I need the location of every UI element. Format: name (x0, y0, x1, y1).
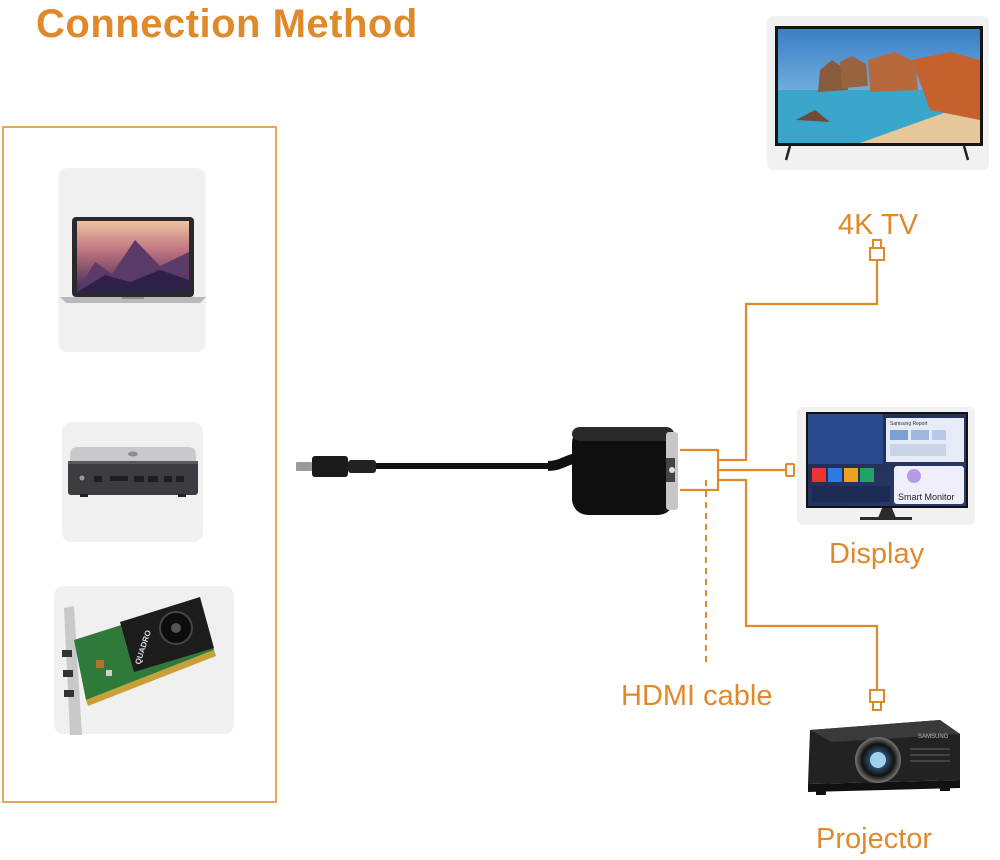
projector-icon: SAMSUNG (808, 720, 960, 795)
tv-hdmi-plug-icon (869, 239, 885, 261)
display-hdmi-plug-icon (785, 463, 795, 477)
display-brand-text: Smart Monitor (898, 492, 955, 502)
mini-pc-icon (68, 447, 198, 497)
laptop-icon (60, 217, 206, 303)
graphics-card-icon: QUADRO (62, 597, 216, 735)
source-devices-box (2, 126, 277, 803)
hdmi-output-lines (680, 258, 879, 690)
adapter-cable-icon (296, 453, 578, 477)
display-icon: Samsung Report Smart Monitor (797, 407, 975, 525)
projector-label: Projector (816, 823, 933, 855)
projector-hdmi-plug-icon (869, 689, 885, 711)
display-header-text: Samsung Report (890, 421, 928, 427)
projector-brand-text: SAMSUNG (918, 734, 949, 740)
tv-label: 4K TV (838, 209, 919, 241)
hdmi-adapter-body (572, 427, 678, 515)
display-label: Display (829, 538, 925, 570)
hdmi-cable-label: HDMI cable (621, 680, 773, 712)
tv-icon (767, 16, 989, 170)
page-title: Connection Method (36, 2, 418, 46)
